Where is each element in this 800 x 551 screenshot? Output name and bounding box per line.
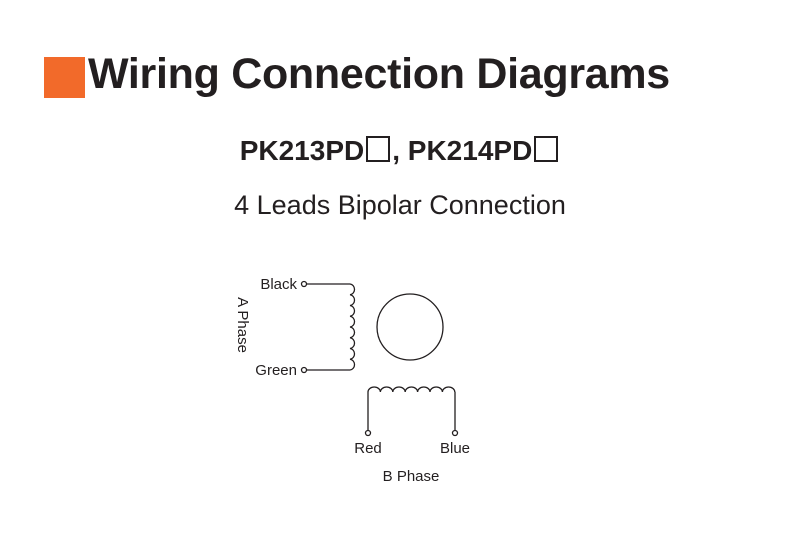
blue-terminal: [451, 429, 459, 437]
model-1: PK213PD: [239, 135, 365, 166]
b-phase-coil: [367, 386, 456, 393]
black-label: Black: [260, 276, 297, 293]
placeholder-box-icon: [534, 136, 559, 162]
connection-type: 4 Leads Bipolar Connection: [234, 190, 566, 220]
rotor-circle: [376, 293, 444, 361]
a-phase-coil: [349, 283, 356, 371]
orange-square-icon: [44, 57, 85, 98]
green-terminal: [300, 366, 308, 374]
page-title: Wiring Connection Diagrams: [88, 50, 670, 98]
model-subtitle: PK213PD, PK214PD: [0, 135, 800, 167]
red-terminal: [364, 429, 372, 437]
model-2: PK214PD: [407, 135, 533, 166]
a-phase-label: A Phase: [234, 297, 251, 353]
red-label: Red: [354, 440, 382, 457]
b-phase-label: B Phase: [383, 468, 440, 485]
blue-label: Blue: [440, 440, 470, 457]
separator: ,: [392, 135, 408, 166]
placeholder-box-icon: [366, 136, 391, 162]
black-terminal: [300, 280, 308, 288]
green-label: Green: [255, 362, 297, 379]
